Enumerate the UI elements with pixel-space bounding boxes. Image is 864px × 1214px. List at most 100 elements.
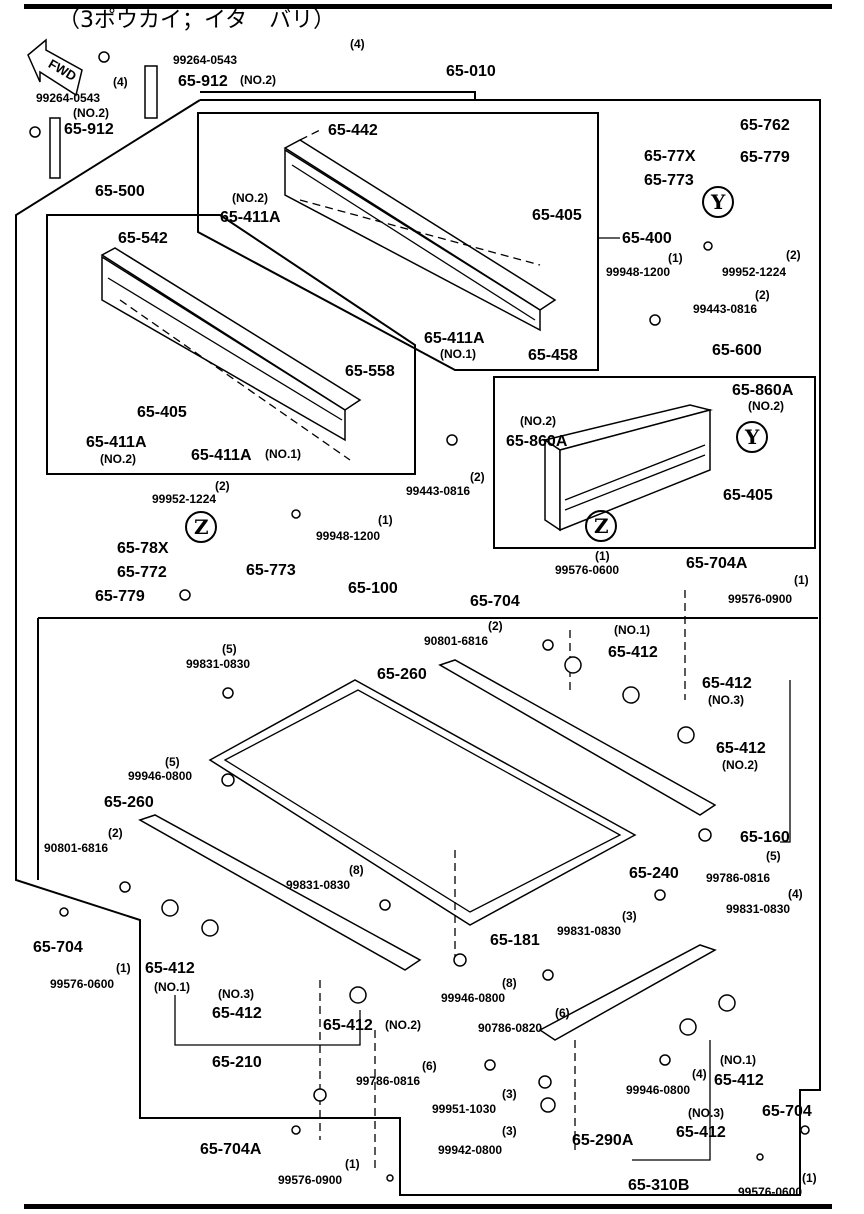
- group-65-010-outline: [15, 99, 821, 1196]
- part-number-label: 65-912: [64, 121, 114, 138]
- part-number-label: 65-704: [762, 1103, 812, 1120]
- part-qty-note: (NO.3): [218, 987, 254, 1001]
- part-number-label: 65-779: [95, 588, 145, 605]
- callout-z-circle: Z: [585, 510, 617, 542]
- part-qty-note: 99831-0830: [557, 924, 621, 938]
- part-number-label: 65-160: [740, 829, 790, 846]
- callout-letter: Y: [710, 190, 726, 214]
- part-number-label: 65-310B: [628, 1177, 689, 1194]
- part-qty-note: (1): [794, 573, 809, 587]
- part-number-label: 65-411A: [191, 447, 252, 464]
- part-number-label: 65-772: [117, 564, 167, 581]
- part-number-label: 65-412: [323, 1017, 373, 1034]
- part-qty-note: 99576-0900: [728, 592, 792, 606]
- top-rule: [24, 4, 832, 9]
- leader-65-310b: [632, 1040, 711, 1161]
- part-number-label: 65-542: [118, 230, 168, 247]
- part-number-label: 65-260: [377, 666, 427, 683]
- part-number-label: 65-773: [644, 172, 694, 189]
- part-qty-note: (2): [786, 248, 801, 262]
- part-number-label: 65-412: [716, 740, 766, 757]
- part-number-label: 65-912: [178, 73, 228, 90]
- part-number-label: 65-860A: [506, 433, 568, 450]
- part-number-label: 65-260: [104, 794, 154, 811]
- part-qty-note: (NO.1): [154, 980, 190, 994]
- part-number-label: 65-704: [470, 593, 520, 610]
- part-qty-note: (NO.2): [722, 758, 758, 772]
- part-number-label: 65-400: [622, 230, 672, 247]
- callout-y-circle: Y: [736, 421, 768, 453]
- part-qty-note: (NO.1): [720, 1053, 756, 1067]
- part-qty-note: (1): [116, 961, 131, 975]
- part-qty-note: (1): [802, 1171, 817, 1185]
- part-qty-note: 99946-0800: [441, 991, 505, 1005]
- callout-letter: Z: [194, 515, 209, 539]
- part-number-label: 65-773: [246, 562, 296, 579]
- part-number-label: 65-78X: [117, 540, 169, 557]
- part-number-label: 65-290A: [572, 1132, 634, 1149]
- part-qty-note: 99946-0800: [626, 1083, 690, 1097]
- part-qty-note: (2): [755, 288, 770, 302]
- part-number-label: 65-405: [723, 487, 773, 504]
- part-qty-note: (4): [692, 1067, 707, 1081]
- group-65-600-box: [493, 376, 816, 549]
- part-qty-note: (5): [222, 642, 237, 656]
- part-qty-note: (5): [165, 755, 180, 769]
- callout-y-circle: Y: [702, 186, 734, 218]
- part-number-label: 65-704A: [686, 555, 748, 572]
- part-qty-note: (6): [422, 1059, 437, 1073]
- part-qty-note: 99576-0600: [50, 977, 114, 991]
- part-qty-note: (1): [668, 251, 683, 265]
- part-qty-note: 99831-0830: [186, 657, 250, 671]
- group-65-010-leader: [200, 91, 476, 100]
- part-qty-note: (3): [502, 1087, 517, 1101]
- part-qty-note: 99948-1200: [316, 529, 380, 543]
- part-qty-note: (NO.1): [440, 347, 476, 361]
- part-qty-note: (NO.2): [520, 414, 556, 428]
- part-qty-note: 99576-0600: [738, 1185, 802, 1199]
- part-number-label: 65-181: [490, 932, 540, 949]
- part-number-label: 65-558: [345, 363, 395, 380]
- part-qty-note: (2): [488, 619, 503, 633]
- part-qty-note: 99576-0600: [555, 563, 619, 577]
- part-qty-note: 99443-0816: [693, 302, 757, 316]
- part-qty-note: (4): [113, 75, 128, 89]
- part-qty-note: (1): [378, 513, 393, 527]
- part-qty-note: (NO.2): [73, 106, 109, 120]
- part-qty-note: (NO.1): [614, 623, 650, 637]
- part-qty-note: (2): [470, 470, 485, 484]
- part-qty-note: (NO.1): [265, 447, 301, 461]
- part-number-label: 65-405: [532, 207, 582, 224]
- part-number-label: 65-405: [137, 404, 187, 421]
- part-qty-note: 99264-0543: [36, 91, 100, 105]
- part-number-label: 65-600: [712, 342, 762, 359]
- part-number-label: 65-411A: [220, 209, 281, 226]
- part-number-label: 65-704A: [200, 1141, 262, 1158]
- part-qty-note: 99952-1224: [152, 492, 216, 506]
- part-qty-note: 99264-0543: [173, 53, 237, 67]
- deck-floor: [138, 590, 717, 1170]
- part-qty-note: (NO.2): [385, 1018, 421, 1032]
- part-number-label: 65-762: [740, 117, 790, 134]
- part-number-label: 65-412: [714, 1072, 764, 1089]
- callout-letter: Y: [744, 425, 760, 449]
- part-qty-note: (2): [215, 479, 230, 493]
- part-qty-note: (4): [788, 887, 803, 901]
- part-qty-note: 99948-1200: [606, 265, 670, 279]
- part-number-label: 65-442: [328, 122, 378, 139]
- part-qty-note: 99942-0800: [438, 1143, 502, 1157]
- rear-gate-panel: [283, 129, 557, 332]
- group-65-500-box: [46, 214, 416, 475]
- part-number-label: 65-458: [528, 347, 578, 364]
- part-qty-note: (NO.3): [708, 693, 744, 707]
- fastener-icons: [29, 51, 810, 1182]
- part-number-label: 65-500: [95, 183, 145, 200]
- part-qty-note: (4): [350, 37, 365, 51]
- bottom-rule: [24, 1204, 832, 1209]
- part-qty-note: (3): [622, 909, 637, 923]
- part-qty-note: 90801-6816: [424, 634, 488, 648]
- fwd-arrow-icon: FWD: [27, 38, 83, 97]
- part-qty-note: (NO.2): [240, 73, 276, 87]
- part-number-label: 65-412: [702, 675, 752, 692]
